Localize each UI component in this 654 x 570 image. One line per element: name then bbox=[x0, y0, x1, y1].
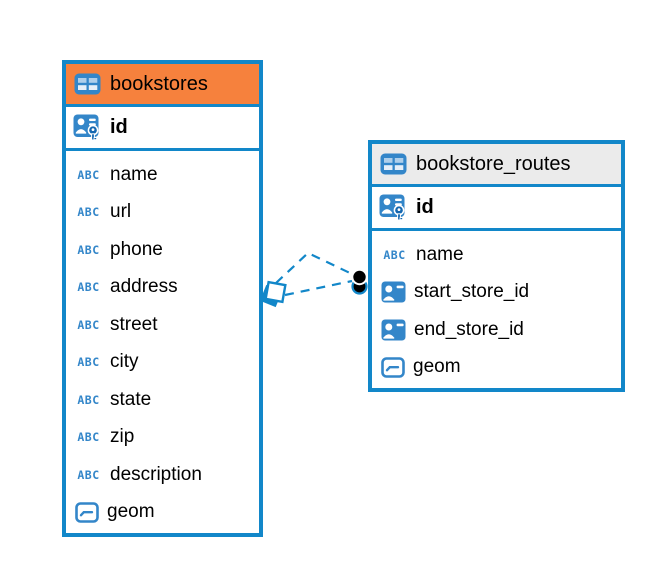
text-icon: ABC bbox=[77, 242, 100, 257]
primary-key-label: id bbox=[416, 196, 434, 218]
primary-key-row[interactable]: id bbox=[372, 187, 621, 231]
primary-key-label: id bbox=[110, 116, 128, 138]
column-label: city bbox=[110, 351, 139, 373]
geometry-icon bbox=[75, 501, 99, 523]
column-row[interactable]: ABC address bbox=[66, 269, 259, 307]
column-label: name bbox=[416, 243, 464, 265]
text-icon: ABC bbox=[77, 355, 100, 370]
column-row[interactable]: geom bbox=[372, 349, 621, 387]
table-title: bookstores bbox=[110, 72, 208, 95]
primary-key-icon bbox=[379, 193, 408, 222]
column-row[interactable]: ABC zip bbox=[66, 419, 259, 457]
column-label: geom bbox=[413, 356, 461, 378]
column-row[interactable]: ABC url bbox=[66, 194, 259, 232]
table-icon bbox=[74, 73, 101, 95]
text-icon: ABC bbox=[383, 247, 406, 262]
column-label: address bbox=[110, 276, 178, 298]
table-icon bbox=[380, 153, 407, 175]
relation-line[interactable] bbox=[275, 251, 353, 297]
column-label: end_store_id bbox=[414, 318, 524, 340]
dot-marker bbox=[351, 268, 368, 295]
text-icon: ABC bbox=[77, 317, 100, 332]
column-label: name bbox=[110, 163, 158, 185]
key-glyph bbox=[393, 204, 405, 221]
column-label: url bbox=[110, 201, 132, 223]
text-icon: ABC bbox=[77, 392, 100, 407]
column-label: zip bbox=[110, 426, 135, 448]
column-row[interactable]: ABC state bbox=[66, 381, 259, 419]
geometry-icon bbox=[381, 356, 405, 378]
table-header[interactable]: bookstore_routes bbox=[372, 144, 621, 187]
column-row[interactable]: start_store_id bbox=[372, 274, 621, 312]
diamond-marker bbox=[259, 280, 287, 308]
column-row[interactable]: ABC description bbox=[66, 456, 259, 494]
primary-key-icon bbox=[73, 113, 102, 142]
column-row[interactable]: ABC city bbox=[66, 344, 259, 382]
column-label: geom bbox=[107, 501, 155, 523]
text-icon: ABC bbox=[77, 280, 100, 295]
relation-lines[interactable] bbox=[238, 231, 374, 313]
column-label: state bbox=[110, 388, 152, 410]
column-row[interactable]: ABC name bbox=[372, 236, 621, 274]
column-row[interactable]: end_store_id bbox=[372, 311, 621, 349]
primary-key-row[interactable]: id bbox=[66, 107, 259, 151]
column-row[interactable]: ABC phone bbox=[66, 231, 259, 269]
column-row[interactable]: ABC street bbox=[66, 306, 259, 344]
text-icon: ABC bbox=[77, 430, 100, 445]
table-header[interactable]: bookstores bbox=[66, 64, 259, 107]
table-bookstore-routes[interactable]: bookstore_routes id ABC name start_store_i… bbox=[368, 140, 625, 392]
text-icon: ABC bbox=[77, 167, 100, 182]
foreign-key-icon bbox=[381, 281, 406, 303]
text-icon: ABC bbox=[77, 205, 100, 220]
column-row[interactable]: ABC name bbox=[66, 156, 259, 194]
column-label: start_store_id bbox=[414, 281, 530, 303]
column-label: street bbox=[110, 313, 158, 335]
foreign-key-icon bbox=[381, 319, 406, 341]
column-label: phone bbox=[110, 238, 163, 260]
column-label: description bbox=[110, 463, 202, 485]
table-title: bookstore_routes bbox=[416, 152, 571, 175]
key-glyph bbox=[87, 124, 99, 141]
column-row[interactable]: geom bbox=[66, 494, 259, 532]
text-icon: ABC bbox=[77, 467, 100, 482]
